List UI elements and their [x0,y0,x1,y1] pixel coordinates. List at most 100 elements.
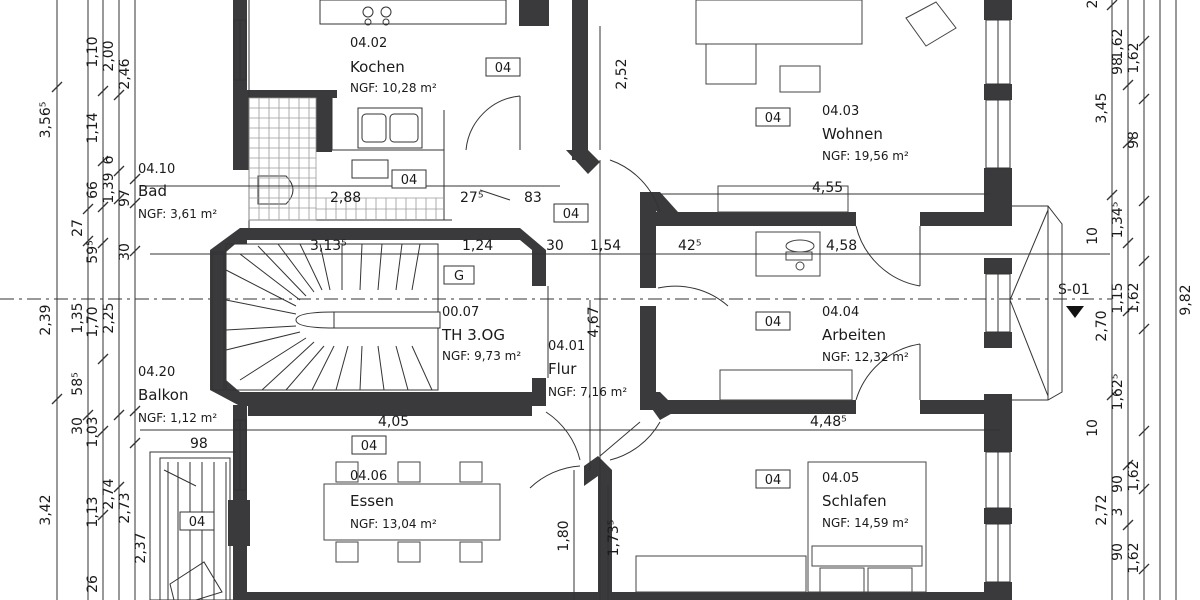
dim-1-54: 1,54 [590,238,621,254]
dim-2-52: 2,52 [614,58,630,89]
dimension-lines-right [1106,0,1177,600]
room-tag: G [454,269,464,284]
dim-left-inner1-4: 59⁵ [85,240,101,263]
dim-left-mid-2: 1,35 [70,302,86,333]
room-area: NGF: 1,12 m² [138,411,217,425]
room-tag: 04 [401,173,418,188]
room-area: NGF: 19,56 m² [822,149,909,163]
furniture [323,0,957,593]
dim-right-inner-9: 3 [1110,508,1126,517]
dim-left-inner1-8: 26 [85,575,101,593]
room-area: NGF: 7,16 m² [548,385,627,399]
section-line: S-01 [0,282,1112,318]
dim-4-67: 4,67 [586,306,602,337]
room-area: NGF: 3,61 m² [138,207,217,221]
dim-right-inner-2: 1,62 [1110,28,1126,59]
room-name: Wohnen [822,125,883,143]
room-tag: 04 [361,439,378,454]
dim-left-inner2-4: 2,25 [101,302,117,333]
windows [211,19,1011,583]
dim-3-13-5: 3,13⁵ [310,238,347,254]
room-tag: 04 [495,61,512,76]
dim-27-5: 27⁵ [460,190,483,206]
dim-left-inner1-2: 1,14 [85,112,101,143]
room-area: NGF: 13,04 m² [350,517,437,531]
dim-42-5: 42⁵ [678,238,701,254]
dim-4-48-5: 4,48⁵ [810,414,847,430]
dim-left-outer-2: 2,39 [38,304,54,335]
dim-left-inner3-5: 2,37 [133,532,149,563]
dim-left-inner3-2: 97 [117,189,133,207]
dim-right-inner2-2: 1,62 [1126,42,1142,73]
room-name: Schlafen [822,492,887,510]
room-tag: 04 [189,515,206,530]
room-wohnen[interactable]: 04.03 Wohnen NGF: 19,56 m² 04 [755,104,909,163]
section-marker: S-01 [1058,282,1090,298]
dim-right-inner2-7: 90 [1110,475,1126,493]
room-arbeiten[interactable]: 04 04.04 Arbeiten NGF: 12,32 m² [755,305,909,364]
dim-left-inner1-1: 1,10 [85,36,101,67]
dim-left-mid-1: 27 [70,219,86,237]
room-number: 04.01 [548,339,585,354]
room-tag: 04 [563,207,580,222]
dim-right-inner-8: 2,72 [1094,494,1110,525]
room-name: Arbeiten [822,326,886,344]
dim-left-inner3-3: 30 [117,243,133,261]
room-name: Kochen [350,58,405,76]
dim-right-inner2-4: 10 [1085,227,1101,245]
bay-window-right [1009,205,1063,401]
dim-right-inner2-9: 90 [1110,543,1126,561]
dim-4-55: 4,55 [812,180,843,196]
staircase [225,243,441,391]
dim-2-88: 2,88 [330,190,361,206]
dim-left-outer-1: 3,56⁵ [38,102,54,139]
room-flur[interactable]: 04 04.01 Flur NGF: 7,16 m² [548,203,627,399]
room-number: 04.10 [138,162,175,177]
room-number: 04.20 [138,365,175,380]
dimension-lines-left [51,0,141,600]
balcony [149,451,237,600]
room-number: 04.05 [822,471,859,486]
room-number: 04.04 [822,305,859,320]
room-name: TH 3.OG [441,326,505,344]
interior-dimension-lines [140,160,1110,600]
dim-right-inner-7: 1,62⁵ [1110,374,1126,411]
room-area: NGF: 9,73 m² [442,349,521,363]
dim-left-mid-4: 30 [70,417,86,435]
dim-left-mid-3: 58⁵ [70,372,86,395]
interior-dimension-labels: 2,52 2,88 27⁵ 83 3,13⁵ 1,24 30 1,54 42⁵ … [190,58,857,556]
room-tag: 04 [765,473,782,488]
room-schlafen[interactable]: 04 04.05 Schlafen NGF: 14,59 m² [755,469,909,530]
dim-left-inner2-1: 2,00 [101,40,117,71]
dim-right-outer-1: 9,82 [1178,284,1194,315]
dim-4-05: 4,05 [378,414,409,430]
dim-right-inner2-1: 98 [1110,57,1126,75]
dim-left-inner1-6: 1,03 [85,416,101,447]
room-essen[interactable]: 04 04.06 Essen NGF: 13,04 m² [350,435,437,531]
dim-98: 98 [190,436,208,452]
room-treppenhaus[interactable]: G 00.07 TH 3.OG NGF: 9,73 m² [441,265,521,363]
dim-left-inner3-1: 2,46 [117,58,133,89]
room-area: NGF: 12,32 m² [822,350,909,364]
dim-left-inner2-3: 1,39 [101,172,117,203]
dim-left-inner2-2: 6 [101,155,117,164]
room-balkon[interactable]: 04.20 Balkon NGF: 1,12 m² 04 [138,365,217,531]
room-kochen[interactable]: 04.02 Kochen NGF: 10,28 m² 04 [350,36,521,95]
dim-left-inner1-3: 66 [85,181,101,199]
room-number: 04.06 [350,469,387,484]
dim-83: 83 [524,190,542,206]
room-number: 04.02 [350,36,387,51]
room-bad[interactable]: 04.10 Bad NGF: 3,61 m² 04 [138,162,427,221]
dim-right-inner-6: 2,70 [1094,310,1110,341]
room-area: NGF: 10,28 m² [350,81,437,95]
dim-right-inner-3: 3,45 [1094,92,1110,123]
dim-left-inner1-5: 1,70 [85,306,101,337]
room-name: Balkon [138,386,189,404]
room-number: 04.03 [822,104,859,119]
dimension-labels-right: 9,82 2 1,62 3,45 1,34⁵ 1,15 2,70 1,62⁵ 2… [1085,0,1194,574]
dim-30: 30 [546,238,564,254]
dimension-labels-left: 3,56⁵ 2,39 3,42 27 1,35 58⁵ 30 1,10 1,14… [38,36,149,593]
dim-left-inner3-4: 2,73 [117,492,133,523]
dim-right-inner2-8: 1,62 [1126,460,1142,491]
